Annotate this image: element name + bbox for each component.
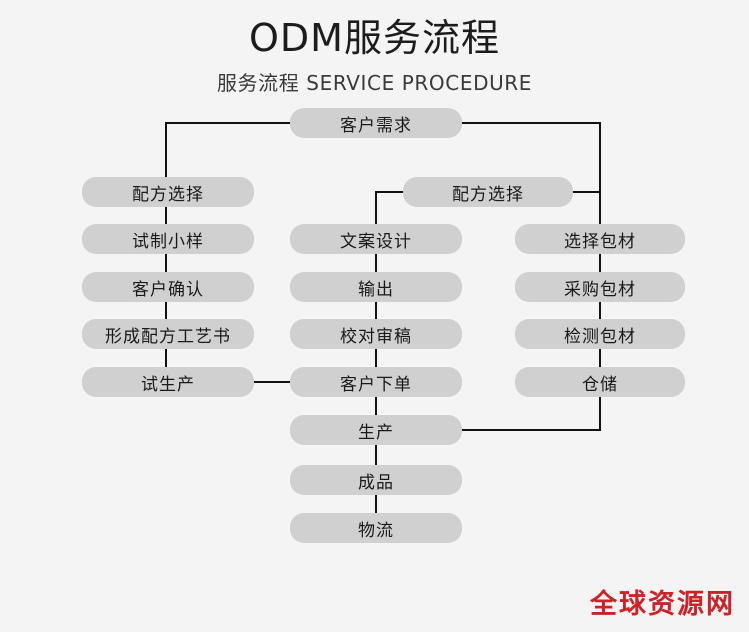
node-left-formula-process-doc[interactable]: 形成配方工艺书 [82,319,254,349]
node-right-select-packaging[interactable]: 选择包材 [515,224,685,254]
page-title: ODM服务流程 [249,16,500,60]
connector-midformula-to-copy [375,191,403,224]
node-left-trial-production[interactable]: 试生产 [82,367,254,397]
node-left-formula-selection[interactable]: 配方选择 [82,177,254,207]
node-right-warehousing[interactable]: 仓储 [515,367,685,397]
node-mid-proofreading[interactable]: 校对审稿 [290,319,462,349]
node-customer-requirement[interactable]: 客户需求 [290,108,462,138]
node-right-inspect-packaging[interactable]: 检测包材 [515,319,685,349]
page-header: ODM服务流程 服务流程 SERVICE PROCEDURE [0,0,749,94]
page-subtitle: 服务流程 SERVICE PROCEDURE [216,70,533,95]
node-mid-copywriting-design[interactable]: 文案设计 [290,224,462,254]
node-mid-logistics[interactable]: 物流 [290,513,462,543]
node-left-trial-sample[interactable]: 试制小样 [82,224,254,254]
watermark-logo: 全球资源网 [590,589,735,620]
node-right-purchase-packaging[interactable]: 采购包材 [515,272,685,302]
node-formula-selection-branch[interactable]: 配方选择 [403,177,573,207]
node-mid-output[interactable]: 输出 [290,272,462,302]
node-left-customer-confirm[interactable]: 客户确认 [82,272,254,302]
node-mid-customer-order[interactable]: 客户下单 [290,367,462,397]
node-mid-finished-product[interactable]: 成品 [290,465,462,495]
node-mid-production[interactable]: 生产 [290,415,462,445]
connector-top-to-left [165,122,290,177]
